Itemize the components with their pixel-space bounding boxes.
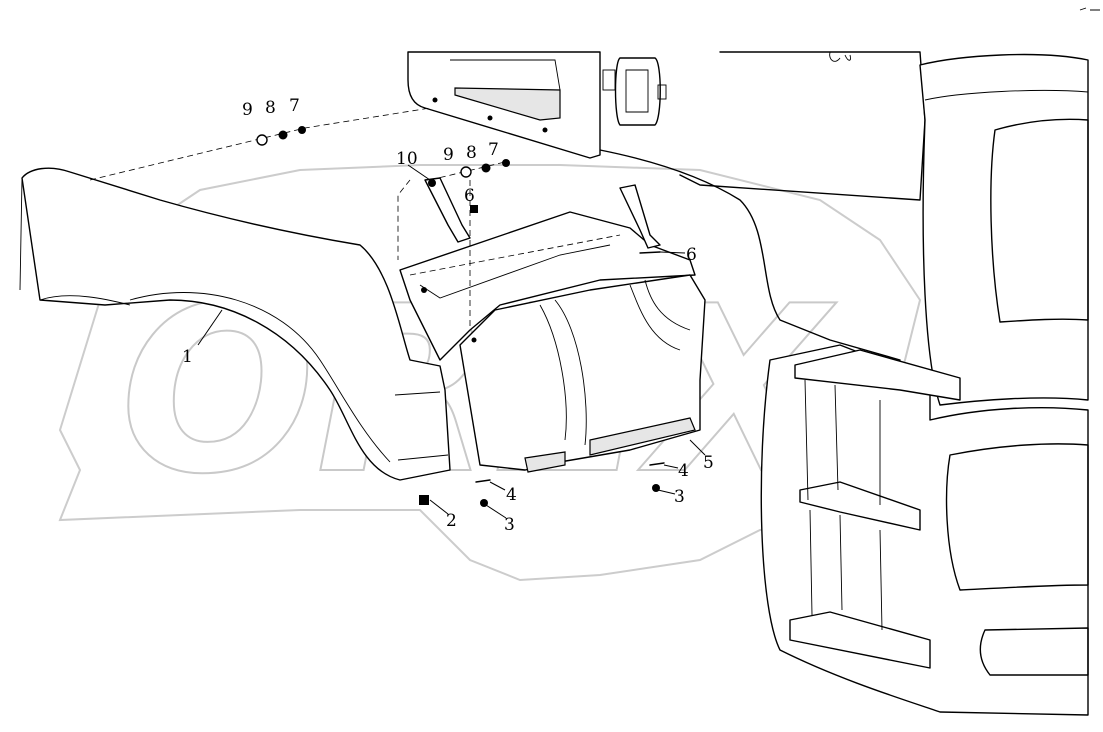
cab-door-panel — [407, 51, 851, 159]
mudguard-hole — [421, 287, 427, 293]
clip-6 — [470, 205, 478, 213]
step-frame-left — [804, 379, 843, 616]
leader-line — [489, 481, 506, 491]
cab-corner-window — [990, 118, 1089, 323]
mudguard-rib-center — [539, 299, 587, 446]
callout-8: 8 — [466, 143, 477, 163]
brackets — [424, 177, 661, 249]
bumper-fog-lamp — [979, 627, 1089, 676]
fasteners — [256, 126, 665, 507]
callout-labels: 1 2 3 3 4 4 5 6 6 7 7 8 8 9 9 10 — [182, 96, 714, 535]
leader-line — [197, 309, 223, 346]
callout-2: 2 — [446, 511, 457, 531]
door-bolt — [432, 97, 438, 103]
step-frame-right — [879, 400, 883, 631]
mudguard-upper-panel — [399, 211, 696, 361]
mudguard-hole — [471, 337, 477, 343]
mudguard-rib-right — [629, 279, 691, 351]
callout-8: 8 — [265, 98, 276, 118]
assembly-line — [409, 234, 621, 276]
callout-3: 3 — [504, 515, 515, 535]
door-lock — [602, 69, 616, 91]
leader-line — [659, 251, 686, 254]
mudguard-bottom-flap-left — [524, 451, 566, 473]
leader-lines — [197, 164, 706, 519]
assembly-line — [397, 179, 411, 260]
corner-mark — [1079, 7, 1100, 11]
callout-10: 10 — [396, 149, 418, 169]
fender-panel — [19, 167, 451, 481]
washer-4 — [649, 462, 665, 466]
clip-nut-2 — [419, 495, 429, 505]
clip-6 — [639, 251, 661, 254]
callout-4: 4 — [506, 485, 517, 505]
fender-arch-inner — [129, 292, 391, 463]
callout-4: 4 — [678, 461, 689, 481]
washer-8 — [481, 163, 491, 173]
cab-corner-inner-line — [924, 90, 1089, 101]
callout-9: 9 — [242, 100, 253, 120]
door-latch — [657, 84, 667, 100]
leader-line — [485, 504, 507, 519]
leader-line — [429, 499, 449, 515]
callout-6: 6 — [464, 186, 475, 206]
nut-7 — [502, 159, 510, 167]
cab-corner-deflector — [919, 53, 1089, 406]
corner-mark-line — [1079, 7, 1100, 11]
mudguard-assembly — [399, 211, 706, 473]
truck-cab — [599, 51, 1089, 716]
cab-side-curve — [599, 149, 901, 361]
washer-9 — [460, 166, 472, 178]
nut-7 — [298, 126, 306, 134]
step-lower — [799, 481, 921, 531]
fender-outline — [21, 167, 451, 481]
assembly-line — [429, 161, 506, 181]
callout-5: 5 — [703, 453, 714, 473]
cab-upper-panel — [679, 51, 926, 201]
leader-line — [689, 439, 706, 456]
washer-4 — [475, 479, 491, 483]
door-step-recess — [454, 87, 561, 121]
fender-flap-edge — [394, 391, 449, 461]
screw-3 — [652, 484, 660, 492]
bracket-bolt — [428, 179, 436, 187]
door-recess-edge — [450, 59, 561, 91]
door-emblem — [829, 51, 851, 62]
mudguard-inner-edge — [419, 244, 611, 299]
callout-6: 6 — [686, 245, 697, 265]
door-handle-recess — [614, 57, 661, 126]
bumper-lamp-recess — [945, 443, 1089, 591]
leader-line — [663, 464, 679, 469]
callout-7: 7 — [289, 96, 300, 116]
door-bolt — [542, 127, 548, 133]
door-bolt — [487, 115, 493, 121]
washer-8 — [278, 130, 288, 140]
step-bottom — [789, 611, 931, 669]
callout-1: 1 — [182, 347, 193, 367]
leader-line — [657, 489, 676, 495]
callout-3: 3 — [674, 487, 685, 507]
washer-9 — [256, 134, 268, 146]
door-handle-inner — [625, 69, 649, 113]
callout-7: 7 — [488, 140, 499, 160]
bracket-right — [619, 184, 661, 249]
fender-edge-line — [19, 177, 131, 306]
callout-9: 9 — [443, 145, 454, 165]
step-upper — [794, 349, 961, 401]
mudguard-bottom-flap — [589, 417, 696, 456]
leader-line — [407, 164, 431, 181]
